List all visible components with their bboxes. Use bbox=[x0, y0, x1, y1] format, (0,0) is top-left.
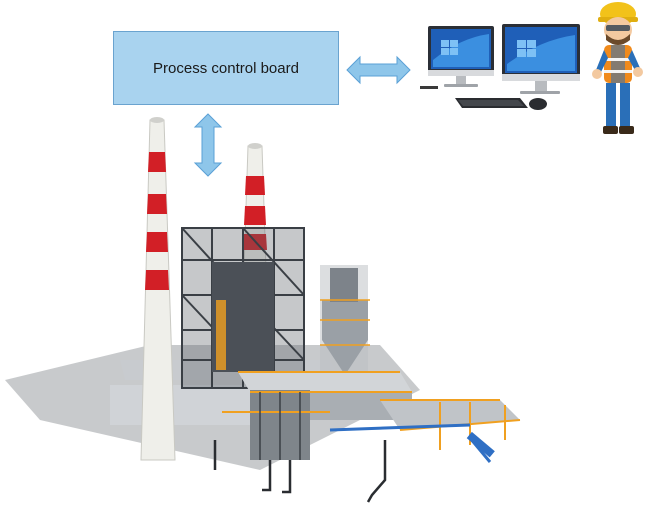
power-plant-illustration bbox=[5, 117, 521, 503]
board-label: Process control board bbox=[153, 59, 299, 77]
bidirectional-arrow-vertical bbox=[193, 113, 223, 177]
process-control-board: Process control board bbox=[113, 31, 339, 105]
mouse-icon bbox=[529, 98, 547, 110]
bidirectional-arrow-horizontal bbox=[346, 55, 411, 85]
cyclone-tower bbox=[320, 265, 370, 375]
desktop-computer-icon bbox=[420, 26, 494, 89]
desktop-computer-icon bbox=[502, 24, 580, 94]
keyboard-icon bbox=[455, 98, 528, 108]
engineer-icon bbox=[592, 2, 643, 134]
boiler-structure bbox=[181, 227, 305, 389]
furnace-block bbox=[222, 371, 412, 460]
pipework bbox=[213, 440, 387, 503]
conveyor-platform bbox=[329, 399, 521, 463]
chimney-icon bbox=[140, 117, 176, 461]
